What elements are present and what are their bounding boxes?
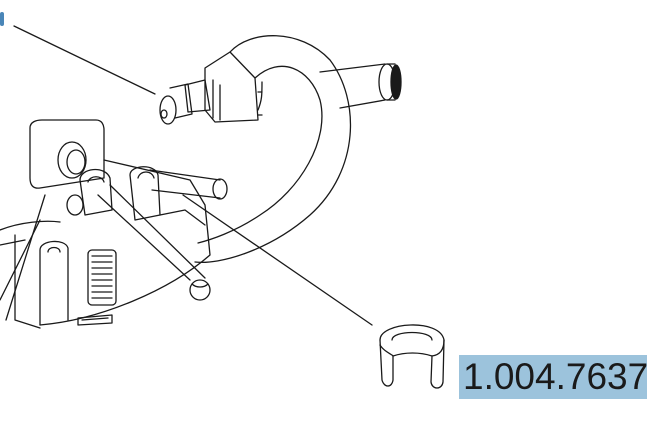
leader-line-left-1 <box>5 194 46 321</box>
lever-clamp-knob <box>159 51 263 125</box>
handlebar-tube <box>319 63 402 109</box>
leader-line-top <box>13 25 156 95</box>
clamp-housing <box>0 119 211 329</box>
leader-line-clip <box>182 194 373 326</box>
split-ring-clip <box>379 324 445 389</box>
part-number-label: 1.004.7637 <box>459 355 648 399</box>
pivot-bracket <box>66 166 228 226</box>
leader-line-left-2 <box>0 219 41 301</box>
callout-edge-marker <box>0 12 4 26</box>
handlebar-curve <box>194 35 352 264</box>
lever-arm <box>97 184 211 301</box>
